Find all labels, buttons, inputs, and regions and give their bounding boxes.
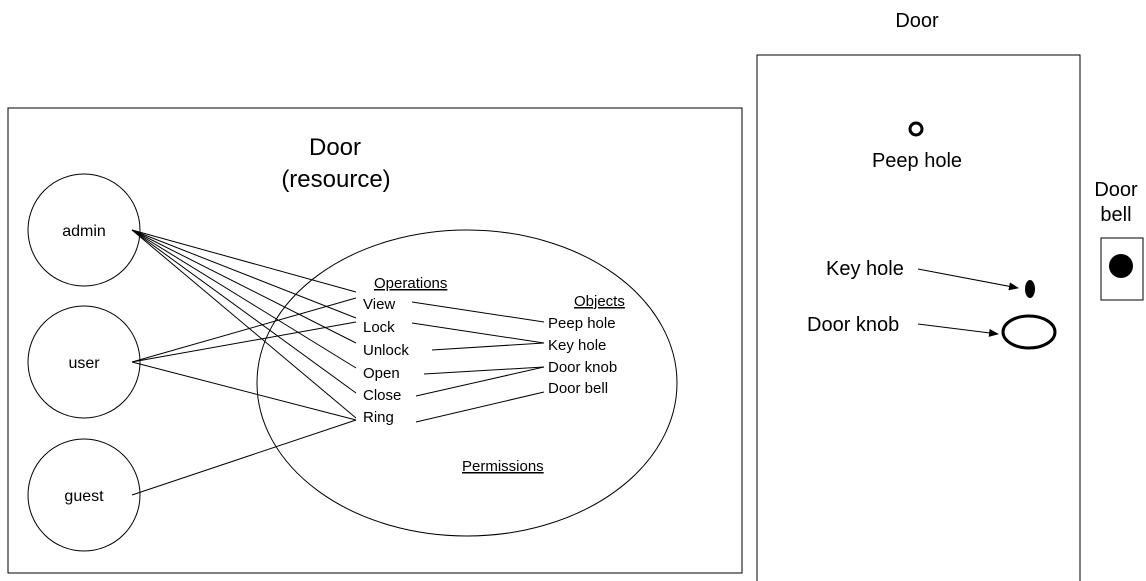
door-knob-arrow: [917, 323, 999, 337]
objects-heading: Objects: [574, 293, 625, 310]
operation-object-connectors: [411, 301, 545, 423]
role-operation-connectors: [131, 229, 357, 496]
role-user-label: user: [68, 355, 100, 372]
connector-admin-close: [131, 229, 357, 394]
permissions-label: Permissions: [462, 458, 544, 475]
connector-lock-key-hole: [411, 322, 545, 344]
object-door-knob: Door knob: [548, 359, 617, 376]
connector-admin-view: [131, 229, 357, 293]
operation-ring: Ring: [363, 409, 394, 426]
resource-title: Door: [309, 134, 361, 161]
door-outline: [756, 54, 1081, 581]
operation-lock: Lock: [363, 319, 395, 336]
connector-user-view: [131, 297, 357, 363]
door-title: Door: [895, 10, 939, 32]
resource-subtitle: (resource): [281, 166, 390, 193]
role-guest-label: guest: [64, 488, 104, 505]
connector-open-door-knob: [423, 366, 545, 375]
peep-hole-icon: [908, 121, 924, 137]
key-hole-label: Key hole: [826, 258, 904, 280]
connector-unlock-key-hole: [431, 342, 545, 351]
door-bell-label-line2: bell: [1100, 204, 1131, 226]
role-user-circle: [27, 305, 141, 419]
object-key-hole: Key hole: [548, 337, 606, 354]
peep-hole-label: Peep hole: [872, 150, 962, 172]
door-bell-icon: [1109, 254, 1133, 278]
operation-close: Close: [363, 387, 401, 404]
operation-unlock: Unlock: [363, 342, 409, 359]
operation-open: Open: [363, 365, 400, 382]
connector-ring-door-bell: [415, 391, 545, 423]
connector-view-peep-hole: [411, 301, 545, 323]
operations-heading: Operations: [374, 275, 447, 292]
resource-frame: [7, 107, 743, 574]
connector-user-ring: [131, 361, 357, 421]
connector-user-lock: [131, 321, 357, 363]
connector-admin-ring: [131, 229, 357, 419]
door-knob-label: Door knob: [807, 314, 899, 336]
object-peep-hole: Peep hole: [548, 315, 616, 332]
operation-view: View: [363, 296, 395, 313]
connector-admin-lock: [131, 229, 357, 319]
door-bell-label-line1: Door: [1094, 179, 1138, 201]
connector-close-door-knob: [415, 366, 545, 397]
object-door-bell: Door bell: [548, 380, 608, 397]
role-admin-circle: [27, 173, 141, 287]
role-guest-circle: [27, 438, 141, 552]
door-bell-frame: [1100, 237, 1144, 301]
key-hole-icon: [1025, 280, 1035, 298]
role-admin-label: admin: [62, 223, 106, 240]
connector-admin-open: [131, 229, 357, 369]
key-hole-arrow: [917, 268, 1019, 291]
door-knob-icon: [1001, 314, 1057, 350]
permissions-ellipse: [256, 229, 678, 537]
connector-admin-unlock: [131, 229, 357, 344]
connector-guest-ring: [131, 419, 357, 496]
